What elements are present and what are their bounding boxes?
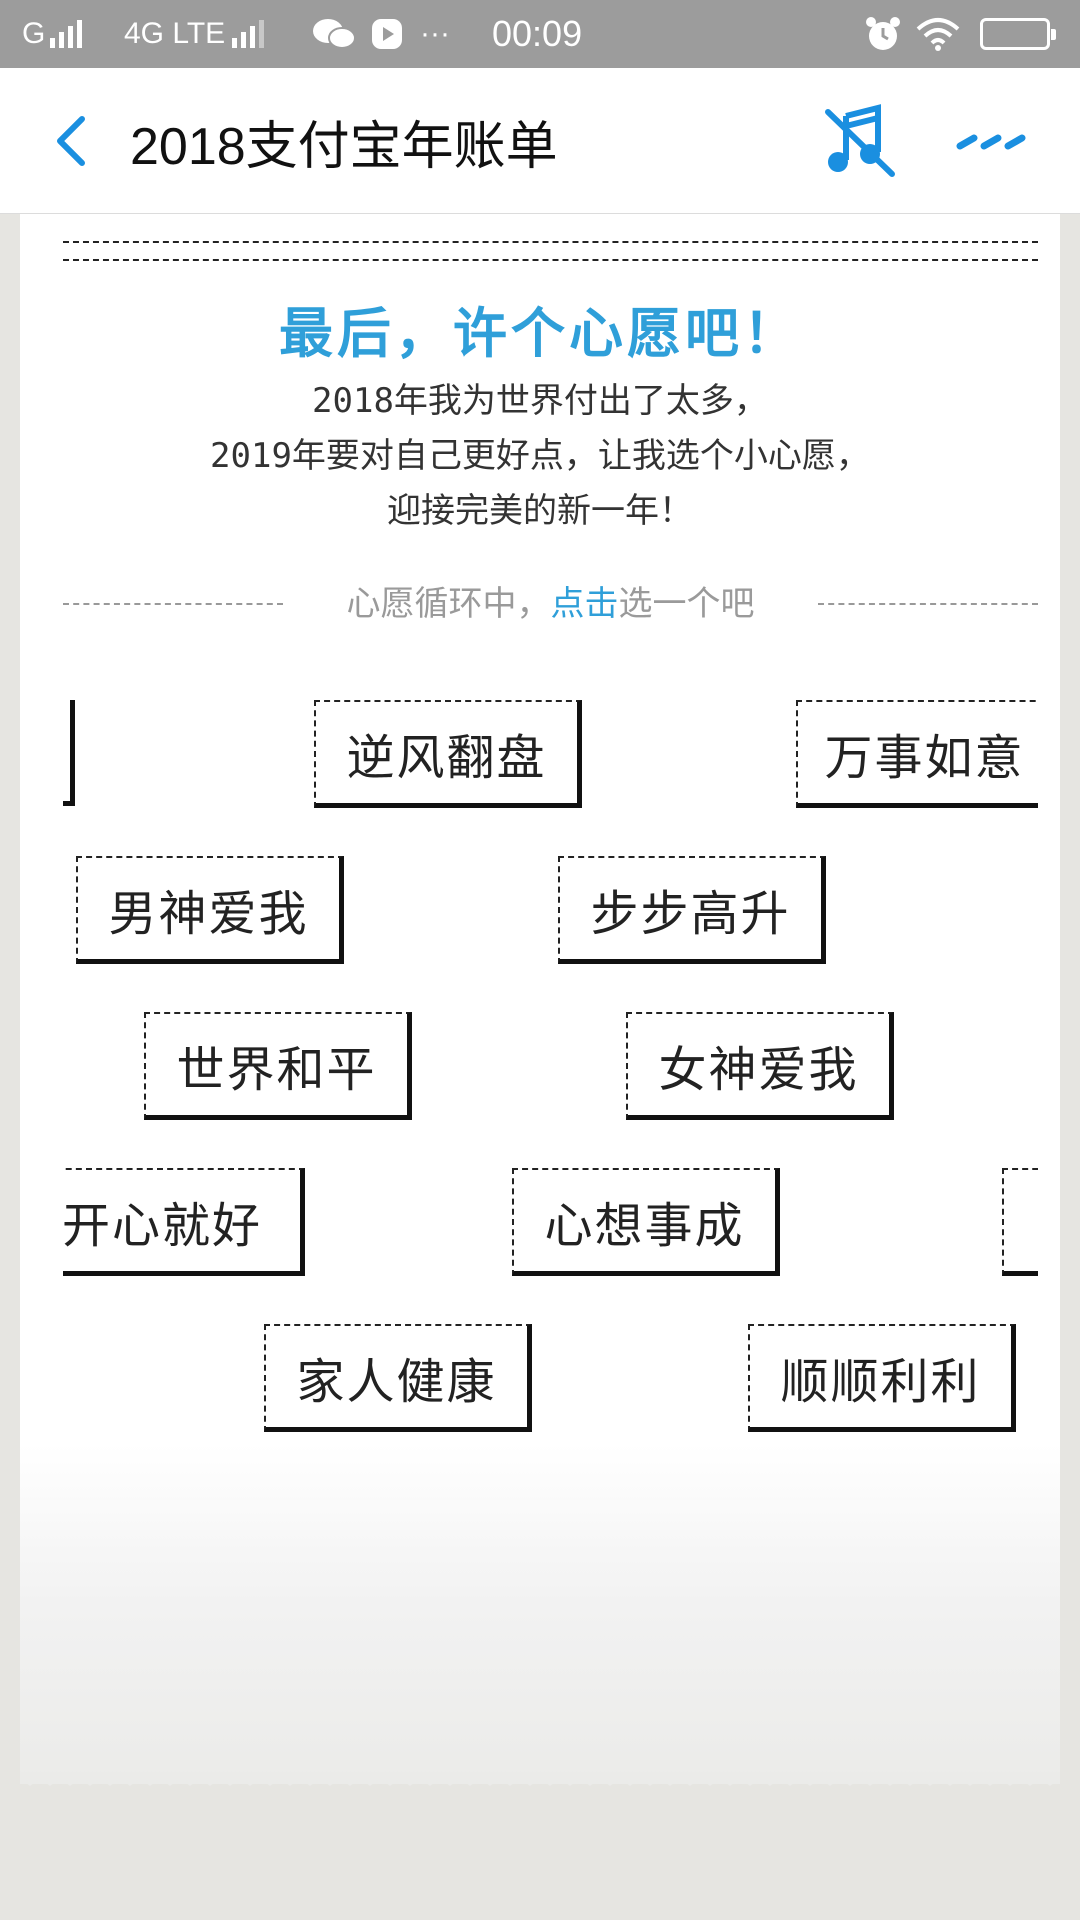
network-label: 4G LTE [124,0,225,68]
intro-line-1: 2018年我为世界付出了太多， [312,381,768,421]
page-title: 2018支付宝年账单 [130,117,558,176]
carrier-label: G [22,0,45,68]
wechat-icon [312,0,356,68]
status-bar: G 4G LTE ··· 00:09 [0,0,1080,68]
battery-icon [980,0,1056,68]
divider-dashed [63,241,1038,243]
more-button[interactable] [956,122,1032,162]
hint-row: 心愿循环中，点击选一个吧 [63,579,1038,629]
hint-prefix: 心愿循环中， [346,584,551,624]
title-bar: 2018支付宝年账单 [0,68,1080,214]
bill-paper: 最后，许个心愿吧！ 2018年我为世界付出了太多， 2019年要对自己更好点，让… [20,214,1060,1784]
hint-divider-left [63,603,283,605]
wish-card[interactable]: 逆风翻盘 [314,700,582,808]
alarm-icon [864,0,902,68]
paper-torn-edge [20,1772,1060,1786]
music-icon [825,104,895,177]
clock-text: 00:09 [492,13,583,54]
wish-card[interactable]: 男神爱我 [76,856,344,964]
wish-card-partial[interactable] [1002,1168,1038,1276]
wish-card[interactable]: 万事如意 [796,700,1038,808]
carrier-text: G [22,17,46,50]
intro-line-3: 迎接完美的新一年！ [387,491,693,531]
wish-card[interactable]: 顺顺利利 [748,1324,1016,1432]
intro-text: 2018年我为世界付出了太多， 2019年要对自己更好点，让我选个小心愿， 迎接… [20,374,1060,539]
clock: 00:09 [492,0,582,68]
signal-icon-2 [232,0,264,68]
hint-divider-right [818,603,1038,605]
wifi-icon [916,0,960,68]
more-dots-icon [956,134,1026,150]
network-text: 4G LTE [124,17,226,50]
media-play-icon [370,0,404,68]
wish-card[interactable]: 世界和平 [144,1012,412,1120]
wish-card[interactable]: 开心就好 [63,1168,305,1276]
wish-card[interactable]: 女神爱我 [626,1012,894,1120]
wish-headline: 最后，许个心愿吧！ [279,302,801,365]
intro-line-2: 2019年要对自己更好点，让我选个小心愿， [210,436,870,476]
back-arrow-icon [57,116,85,166]
back-button[interactable] [40,108,100,174]
divider-dashed-2 [63,259,1038,261]
wish-card-partial[interactable] [63,700,75,806]
wish-card[interactable]: 心想事成 [512,1168,780,1276]
hint-text: 心愿循环中，点击选一个吧 [63,579,1038,629]
hint-suffix: 选一个吧 [618,584,755,624]
overflow-dots-icon: ··· [420,17,450,50]
hint-click-link[interactable]: 点击 [550,584,619,624]
wish-carousel: 逆风翻盘 万事如意 男神爱我 步步高升 世界和平 女神爱我 开心就好 心想事成 … [63,700,1038,1460]
wish-card[interactable]: 家人健康 [264,1324,532,1432]
wish-card[interactable]: 步步高升 [558,856,826,964]
signal-icon [50,0,82,68]
music-button[interactable] [822,104,898,180]
